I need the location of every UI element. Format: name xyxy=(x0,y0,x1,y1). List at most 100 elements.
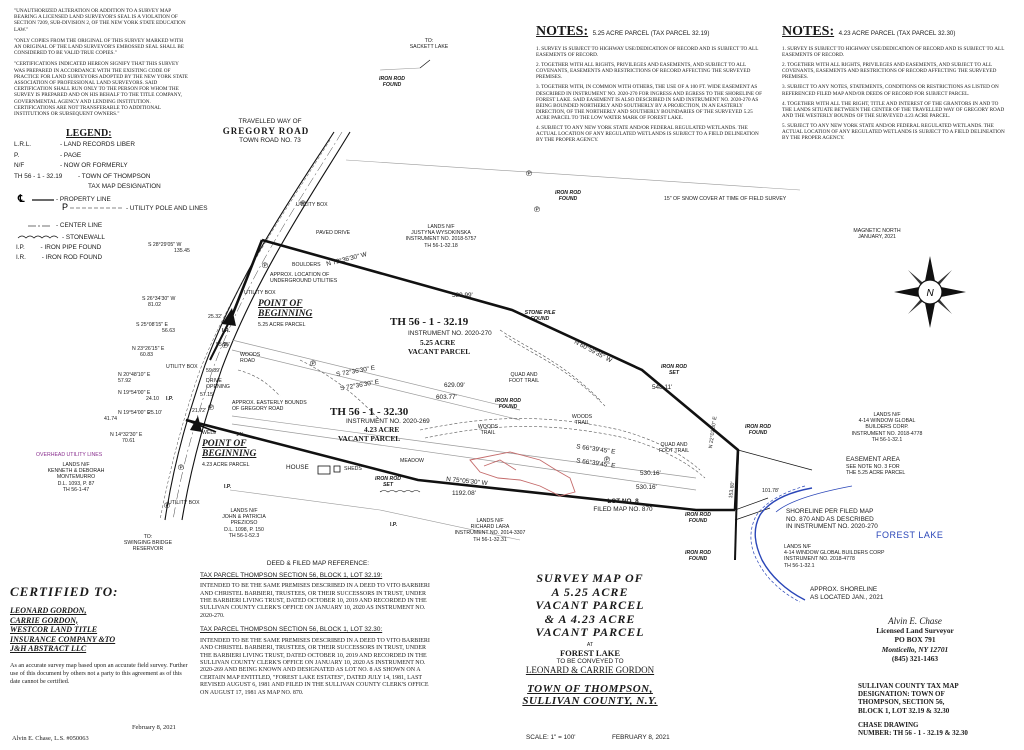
notes-1-item-2: 2. TOGETHER WITH ALL RIGHTS, PRIVILEGES … xyxy=(536,62,751,81)
notes-1-item-1: 1. SURVEY IS SUBJECT TO HIGHWAY USE/DEDI… xyxy=(536,46,759,59)
dist-59-89: 59.89' xyxy=(206,368,220,374)
svg-text:℗: ℗ xyxy=(604,455,610,464)
notes-1-item-4: 4. SUBJECT TO ANY NEW YORK STATE AND/OR … xyxy=(536,125,759,144)
surveyor-po: PO BOX 791 xyxy=(894,635,936,645)
svg-text:℗: ℗ xyxy=(526,169,532,178)
notes-2-item-4: 4. TOGETHER WITH ALL THE RIGHT, TITLE AN… xyxy=(782,100,1005,119)
title-date: FEBRUARY 8, 2021 xyxy=(612,734,670,741)
legend-pl-symbol: ℄ xyxy=(17,194,25,205)
parcel-1-id: TH 56 - 1 - 32.19 xyxy=(390,316,469,328)
forest-lake-label: FOREST LAKE xyxy=(876,530,944,540)
town-road-label: TOWN ROAD NO. 73 xyxy=(239,137,301,144)
legend: LEGEND: L.R.L.- LAND RECORDS LIBER P.- P… xyxy=(14,128,194,191)
certified-statement: As an accurate survey map based upon an … xyxy=(10,661,188,686)
ip-label-2: I.P. xyxy=(224,484,232,490)
svg-text:℗: ℗ xyxy=(300,199,306,208)
paved-drive: PAVED DRIVE xyxy=(316,230,351,236)
surveyor-title: Licensed Land Surveyor xyxy=(876,626,954,635)
title-line-3: VACANT PARCEL xyxy=(535,598,645,612)
legend-title: LEGEND: xyxy=(66,128,112,139)
surveyor-block: Alvin E. Chase Licensed Land Surveyor PO… xyxy=(860,616,970,664)
notes-1-subtitle: 5.25 ACRE PARCEL (TAX PARCEL 32.19) xyxy=(592,30,710,37)
title-town: TOWN OF THOMPSON, SULLIVAN COUNTY, N.Y. xyxy=(522,683,658,708)
parcel-1-instr: INSTRUMENT NO. 2020-270 xyxy=(408,330,492,337)
notes-423-acre: NOTES: 4.23 ACRE PARCEL (TAX PARCEL 32.3… xyxy=(782,22,1008,145)
svg-text:℗: ℗ xyxy=(178,463,184,472)
certified-title: CERTIFIED TO: xyxy=(10,584,119,599)
notes-2-item-1: 1. SURVEY IS SUBJECT TO HIGHWAY USE/DEDI… xyxy=(782,46,1005,59)
svg-text:℗: ℗ xyxy=(208,403,214,412)
overhead-utility-label: OVERHEAD UTILITY LINES xyxy=(36,452,103,458)
parcel-1-vacant: VACANT PARCEL xyxy=(408,347,471,356)
dist-603: 603.77' xyxy=(436,394,457,401)
notes-2-item-2: 2. TOGETHER WITH ALL RIGHTS, PRIVILEGES … xyxy=(782,62,997,81)
statement-3: "CERTIFICATIONS INDICATED HEREON SIGNIFY… xyxy=(14,61,188,118)
legend-center-line: - CENTER LINE xyxy=(56,222,103,229)
title-names: LEONARD & CARRIE GORDON xyxy=(525,665,655,676)
dist-530b: 530.16' xyxy=(636,484,657,491)
deed-title: DEED & FILED MAP REFERENCE: xyxy=(266,560,370,567)
legend-pole-symbol: P xyxy=(62,202,68,212)
surveyor-signature: Alvin E. Chase xyxy=(888,616,942,626)
deed-p2-head: TAX PARCEL THOMPSON SECTION 56, BLOCK 1,… xyxy=(200,626,383,634)
utility-box-2: UTILITY BOX xyxy=(244,290,276,296)
title-block: SURVEY MAP OF A 5.25 ACRE VACANT PARCEL … xyxy=(500,571,680,708)
dist-530: 530.16' xyxy=(640,470,661,477)
deed-p2: INTENDED TO BE THE SAME PREMISES DESCRIB… xyxy=(200,637,430,696)
dist-25-10: 25.10' xyxy=(148,410,162,416)
to-sackett: TO:SACKETT LAKE xyxy=(409,38,449,51)
legend-property-line: - PROPERTY LINE xyxy=(56,196,111,203)
notes-2-title: NOTES: xyxy=(782,24,835,39)
dist-629: 629.09' xyxy=(444,382,465,389)
ip-label-3: I.P. xyxy=(390,522,398,528)
surveyor-city: Monticello, NY 12701 xyxy=(881,644,949,654)
certified-signer: Alvin E. Chase, L.S. #050063 xyxy=(12,735,89,742)
title-conveyed: TO BE CONVEYED TO xyxy=(556,657,624,665)
deed-p1-head: TAX PARCEL THOMPSON SECTION 56, BLOCK 1,… xyxy=(200,571,383,579)
house: HOUSE xyxy=(286,464,309,471)
svg-text:℗: ℗ xyxy=(534,205,540,214)
scale: SCALE: 1" = 100' xyxy=(526,734,576,741)
legend-row-lrl: L.R.L.- LAND RECORDS LIBER xyxy=(14,141,135,148)
title-line-1: SURVEY MAP OF xyxy=(536,571,644,585)
svg-text:℗: ℗ xyxy=(262,261,268,270)
pob-525-sub: 5.25 ACRE PARCEL xyxy=(258,322,306,328)
notes-525-acre: NOTES: 5.25 ACRE PARCEL (TAX PARCEL 32.1… xyxy=(536,22,762,147)
utility-box-4: UTILITY BOX xyxy=(168,500,200,506)
compass-rose-icon: N xyxy=(894,256,966,328)
header-statements: "UNAUTHORIZED ALTERATION OR ADDITION TO … xyxy=(14,8,190,117)
notes-1-title: NOTES: xyxy=(536,24,589,39)
statement-1: "UNAUTHORIZED ALTERATION OR ADDITION TO … xyxy=(14,8,186,33)
travelled-way-label: TRAVELLED WAY OF xyxy=(238,118,302,125)
legend-symbols: ℄ P xyxy=(17,194,124,239)
meadow: MEADOW xyxy=(400,458,424,464)
certified-names: LEONARD GORDON, CARRIE GORDON, WESTCOR L… xyxy=(10,606,116,654)
legend-ir: I.R. - IRON ROD FOUND xyxy=(16,254,103,261)
